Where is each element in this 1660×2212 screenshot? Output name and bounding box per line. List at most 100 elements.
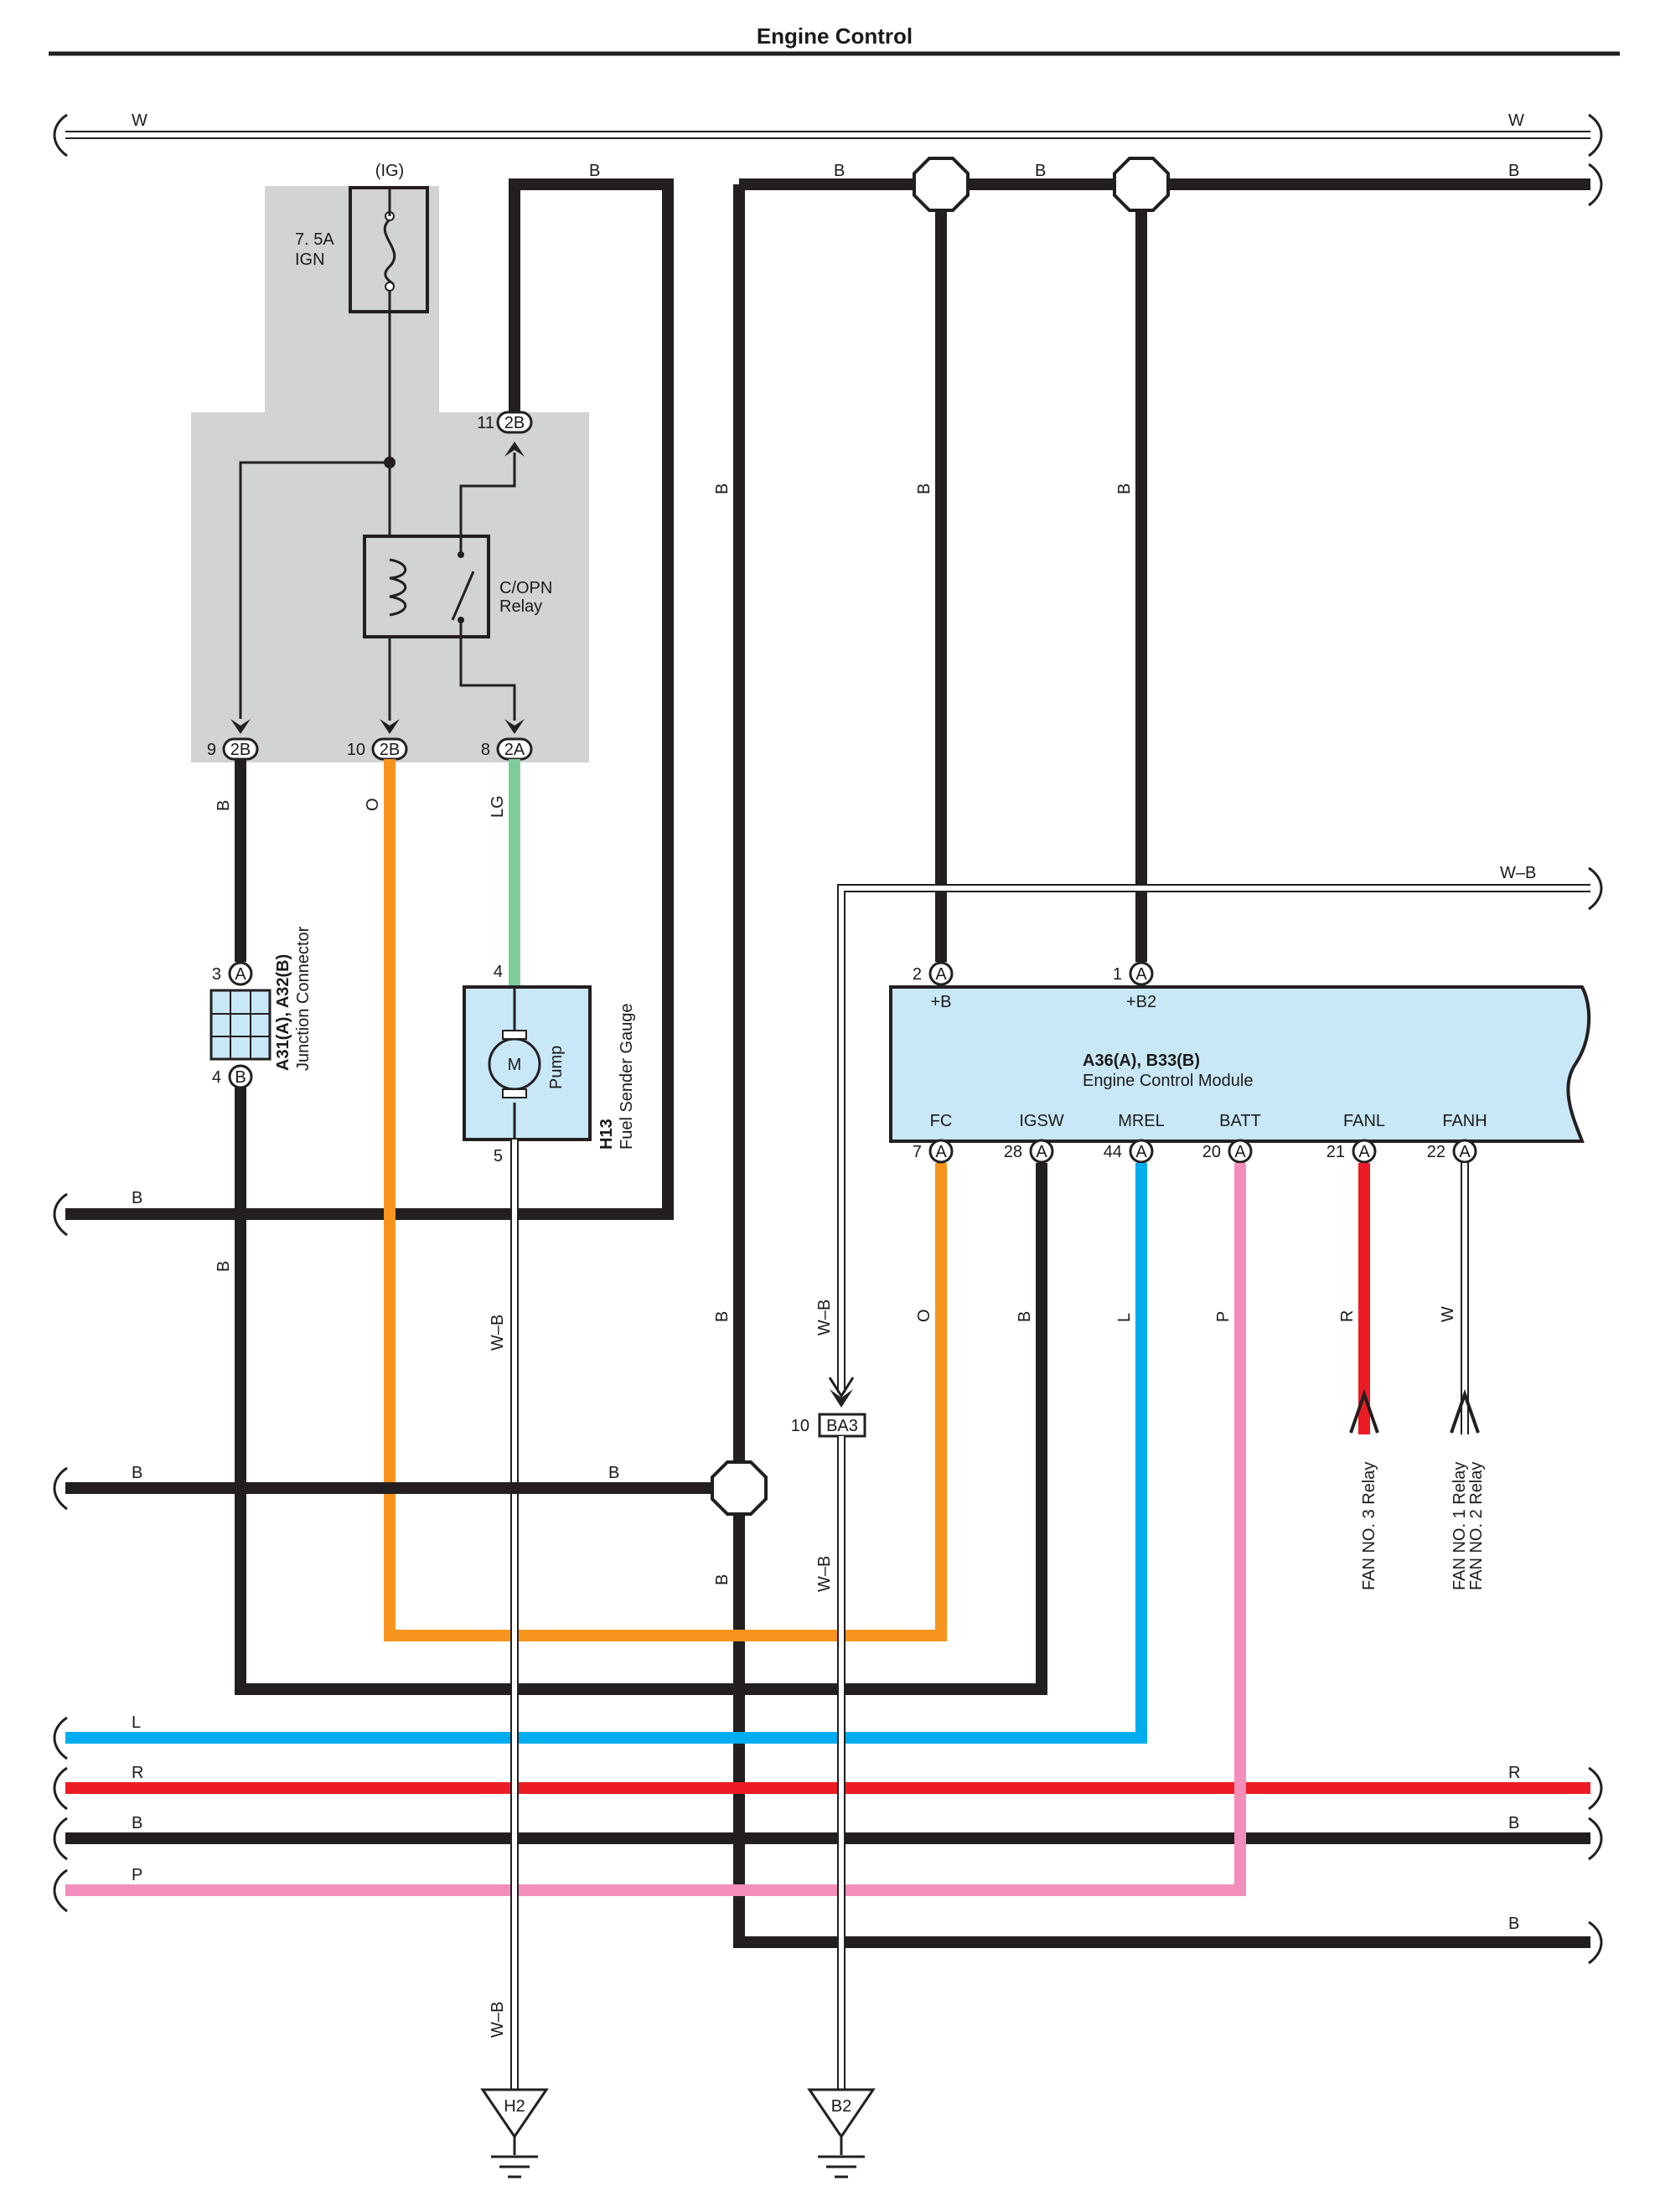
svg-text:10: 10 [347, 741, 365, 759]
break-mark-left-b1 [53, 1192, 68, 1237]
wire-label-w-fanh: W [1439, 1306, 1457, 1322]
copn-relay-box [363, 535, 490, 638]
junction-connector-pin-4: B 4 [212, 1064, 253, 1089]
fuel-sender-body [463, 985, 592, 1141]
arrow-down-ba3 [830, 1389, 853, 1408]
svg-text:A: A [935, 965, 947, 984]
wire-label-b-relay-top: B [589, 162, 600, 180]
pump-label: Pump [547, 1046, 566, 1089]
wire-label-lg: LG [489, 795, 507, 818]
svg-text:A: A [1135, 965, 1147, 984]
wire-label-p-left: P [132, 1866, 142, 1884]
wire-label-r-right: R [1508, 1764, 1520, 1782]
ecm-pin-fanl: FANL A 21 [1326, 1112, 1385, 1164]
svg-text:+B2: +B2 [1126, 993, 1156, 1011]
ecm-pin-1: A 1 +B2 [1113, 961, 1156, 1011]
wire-label-b-ecm-b2: B [1115, 483, 1134, 494]
svg-text:H2: H2 [504, 2097, 525, 2116]
break-mark-left-l [53, 1716, 68, 1760]
svg-text:A: A [1234, 1143, 1246, 1161]
junction-terminal-9: 2B 9 [207, 737, 259, 761]
junction-connector-id: A31(A), A32(B) [274, 954, 292, 1071]
fuel-sender-pin-top: 4 [494, 963, 503, 981]
ecm-body [889, 985, 1591, 1143]
svg-text:FANL: FANL [1343, 1112, 1385, 1130]
wire-label-o-right: O [915, 1309, 933, 1322]
ecm-pin-2: A 2 +B [913, 961, 954, 1011]
arrow-down-9 [230, 719, 251, 734]
svg-text:MREL: MREL [1118, 1112, 1165, 1130]
break-mark-right-b-bottom [1588, 1920, 1603, 1965]
svg-text:A: A [1358, 1143, 1370, 1161]
svg-text:44: 44 [1104, 1143, 1122, 1161]
fuel-sender-pin-bottom: 5 [494, 1147, 503, 1165]
wire-label-o-left: O [364, 798, 382, 811]
wire-label-wb-b2: W–B [815, 1556, 834, 1592]
svg-text:20: 20 [1202, 1143, 1221, 1161]
svg-text:A: A [935, 1143, 947, 1161]
wire-label-b-ecm-b: B [915, 483, 933, 494]
junction-connector-name: Junction Connector [294, 926, 313, 1071]
break-mark-left-b3 [53, 1817, 68, 1861]
relay-name-line1: C/OPN [499, 579, 552, 597]
svg-text:FC: FC [930, 1112, 953, 1130]
connector-ba3: BA3 10 [791, 1413, 866, 1438]
fuel-sender-id: H13 [597, 1119, 616, 1150]
ground-b2: B2 [807, 2088, 876, 2178]
break-mark-left-r [53, 1766, 68, 1811]
junction-terminal-11: 2B 11 [477, 411, 533, 434]
break-mark-right-b-top [1588, 163, 1603, 207]
break-mark-right-w [1588, 113, 1603, 158]
svg-text:28: 28 [1004, 1143, 1022, 1161]
svg-text:3: 3 [212, 965, 221, 984]
svg-text:11: 11 [477, 414, 494, 432]
break-mark-left-p [53, 1868, 68, 1913]
wire-b-igsw-loop [235, 1077, 1047, 1695]
fan1-relay-label: FAN NO. 1 Relay [1451, 1462, 1469, 1590]
ecm-pin-igsw: IGSW A 28 [1004, 1112, 1064, 1164]
fuse-circuit-label: (IG) [375, 162, 404, 180]
wire-label-b-after-jc: B [215, 1261, 233, 1272]
splice-node-mid [711, 1460, 768, 1516]
svg-text:8: 8 [481, 741, 490, 759]
break-mark-right-r [1588, 1766, 1603, 1811]
fuel-sender-name: Fuel Sender Gauge [618, 1003, 636, 1150]
wire-wb-right [837, 884, 1590, 1393]
page-title: Engine Control [757, 23, 913, 49]
wire-label-w-right: W [1508, 111, 1524, 130]
break-mark-right-b3 [1588, 1817, 1603, 1861]
svg-text:2A: 2A [504, 741, 525, 759]
splice-node-top-2 [1113, 157, 1170, 212]
relay-name-line2: Relay [499, 597, 542, 616]
svg-text:22: 22 [1427, 1143, 1445, 1161]
junction-terminal-8: 2A 8 [481, 737, 533, 761]
wire-label-wb-h2-1: W–B [489, 1315, 507, 1351]
svg-text:21: 21 [1326, 1143, 1345, 1161]
wire-label-wb-h2-2: W–B [489, 2002, 507, 2038]
arrow-down-8 [504, 719, 525, 734]
ground-h2: H2 [480, 2088, 549, 2178]
arrow-down-10 [380, 719, 400, 734]
fan2-relay-label: FAN NO. 2 Relay [1467, 1462, 1486, 1590]
svg-text:2B: 2B [230, 741, 251, 759]
svg-text:2B: 2B [504, 414, 525, 432]
ecm-pin-fanh: FANH A 22 [1427, 1112, 1487, 1164]
ecm-pin-fc: FC A 7 [913, 1112, 954, 1164]
svg-text:A: A [1036, 1143, 1047, 1161]
wire-label-b-from-9: B [215, 800, 233, 811]
wire-label-b-top-3: B [1508, 162, 1519, 180]
wire-b-relay-feed [65, 178, 674, 1220]
break-mark-left-w [53, 113, 68, 158]
svg-text:A: A [1135, 1143, 1147, 1161]
svg-text:2B: 2B [380, 741, 400, 759]
svg-text:A: A [235, 965, 246, 984]
wire-label-b-mid-left: B [132, 1464, 142, 1482]
wire-label-b-top-1: B [834, 162, 845, 180]
wire-b-vertical-main [733, 184, 1590, 1948]
wire-label-b-vert-2: B [713, 1311, 732, 1322]
svg-text:BA3: BA3 [826, 1417, 858, 1435]
svg-text:1: 1 [1113, 965, 1122, 984]
wire-label-w-left: W [132, 111, 147, 130]
fuse-rating: 7. 5A [295, 230, 334, 249]
